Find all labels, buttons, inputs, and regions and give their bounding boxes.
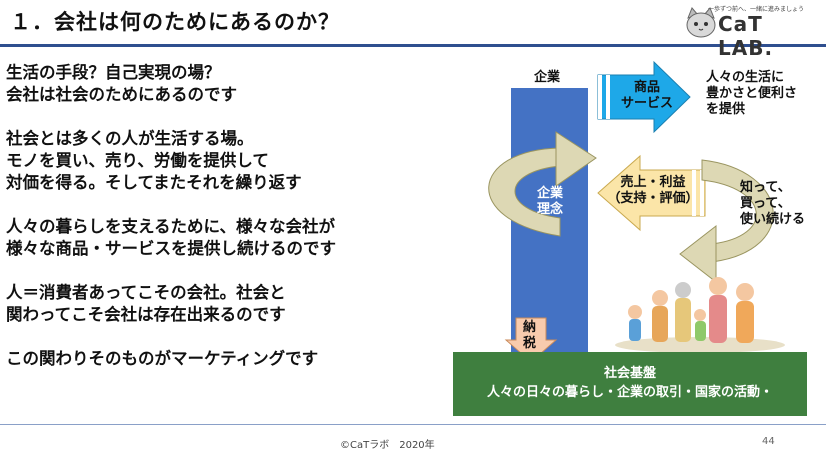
body-text: 生活の手段？自己実現の場？ 会社は社会のためにあるのです 社会とは多くの人が生活… (6, 62, 446, 392)
product-label: 商品 サービス (612, 80, 682, 112)
text-line: 人＝消費者あってこその会社。社会と (6, 283, 286, 302)
text-line: この関わりそのものがマーケティングです (6, 349, 319, 368)
cycle-arrow-head (555, 131, 597, 187)
tax-label-line: 税 (523, 336, 537, 351)
product-label-line: サービス (620, 96, 673, 111)
text-line: 様々な商品・サービスを提供し続けるのです (6, 239, 336, 258)
page-number: 44 (762, 436, 775, 447)
social-infrastructure-text: 社会基盤 人々の日々の暮らし・企業の取引・国家の活動・ (453, 364, 807, 402)
consumer-label: 知って、 買って、 使い続ける (740, 180, 805, 228)
paragraph: 人々の暮らしを支えるために、様々な会社が 様々な商品・サービスを提供し続けるので… (6, 216, 446, 260)
tax-label: 納 税 (523, 320, 536, 352)
philosophy-label-line: 企業 (536, 186, 563, 201)
tax-arrow (504, 317, 558, 363)
paragraph: この関わりそのものがマーケティングです (6, 348, 446, 370)
logo-text: CaT LAB. (718, 12, 774, 60)
philosophy-label-line: 理念 (536, 202, 563, 217)
benefit-label-line: を提供 (706, 102, 746, 117)
text-line: 関わってこそ会社は存在出来るのです (6, 305, 286, 324)
sales-label-line: （支持・評価） (607, 191, 699, 206)
base-subtitle: 人々の日々の暮らし・企業の取引・国家の活動・ (486, 385, 773, 400)
tax-label-line: 納 (523, 320, 537, 335)
paragraph: 生活の手段？自己実現の場？ 会社は社会のためにあるのです (6, 62, 446, 106)
consumer-label-line: 使い続ける (740, 212, 806, 227)
social-infrastructure-box (453, 352, 807, 416)
benefit-label-line: 豊かさと便利さ (706, 86, 798, 101)
sales-label-line: 売上・利益 (620, 175, 686, 190)
text-line: モノを買い、売り、労働を提供して (6, 151, 269, 170)
logo-tagline: 一歩ずつ前へ、一緒に進みましょう (708, 6, 805, 13)
title-underline (0, 44, 826, 47)
text-line: 生活の手段？自己実現の場？ (6, 63, 221, 82)
text-line: 会社は社会のためにあるのです (6, 85, 237, 104)
benefit-label: 人々の生活に 豊かさと便利さ を提供 (706, 70, 797, 118)
sales-label: 売上・利益 （支持・評価） (605, 175, 701, 207)
product-label-line: 商品 (633, 80, 660, 95)
footer-divider (0, 424, 826, 425)
logo: 一歩ずつ前へ、一緒に進みましょう CaT LAB. (680, 2, 820, 60)
company-label: 企業 (534, 70, 561, 85)
family-illustration (615, 277, 785, 353)
benefit-label-line: 人々の生活に (706, 70, 785, 85)
philosophy-label: 企業 理念 (526, 186, 574, 218)
paragraph: 人＝消費者あってこその会社。社会と 関わってこそ会社は存在出来るのです (6, 282, 446, 326)
consumer-label-line: 知って、 (740, 180, 791, 195)
footer-copyright: ©CaTラボ 2020年 (340, 440, 435, 451)
text-line: 対価を得る。そしてまたそれを繰り返す (6, 173, 302, 192)
cycle-arrow-left (488, 147, 561, 237)
slide-title: １．会社は何のためにあるのか？ (10, 10, 340, 34)
paragraph: 社会とは多くの人が生活する場。 モノを買い、売り、労働を提供して 対価を得る。そ… (6, 128, 446, 194)
text-line: 人々の暮らしを支えるために、様々な会社が (6, 217, 336, 236)
text-line: 社会とは多くの人が生活する場。 (6, 129, 254, 148)
cat-icon (686, 7, 716, 38)
cycle-arrow-right-head (679, 224, 717, 284)
consumer-label-line: 買って、 (740, 196, 791, 211)
base-title: 社会基盤 (603, 366, 656, 381)
